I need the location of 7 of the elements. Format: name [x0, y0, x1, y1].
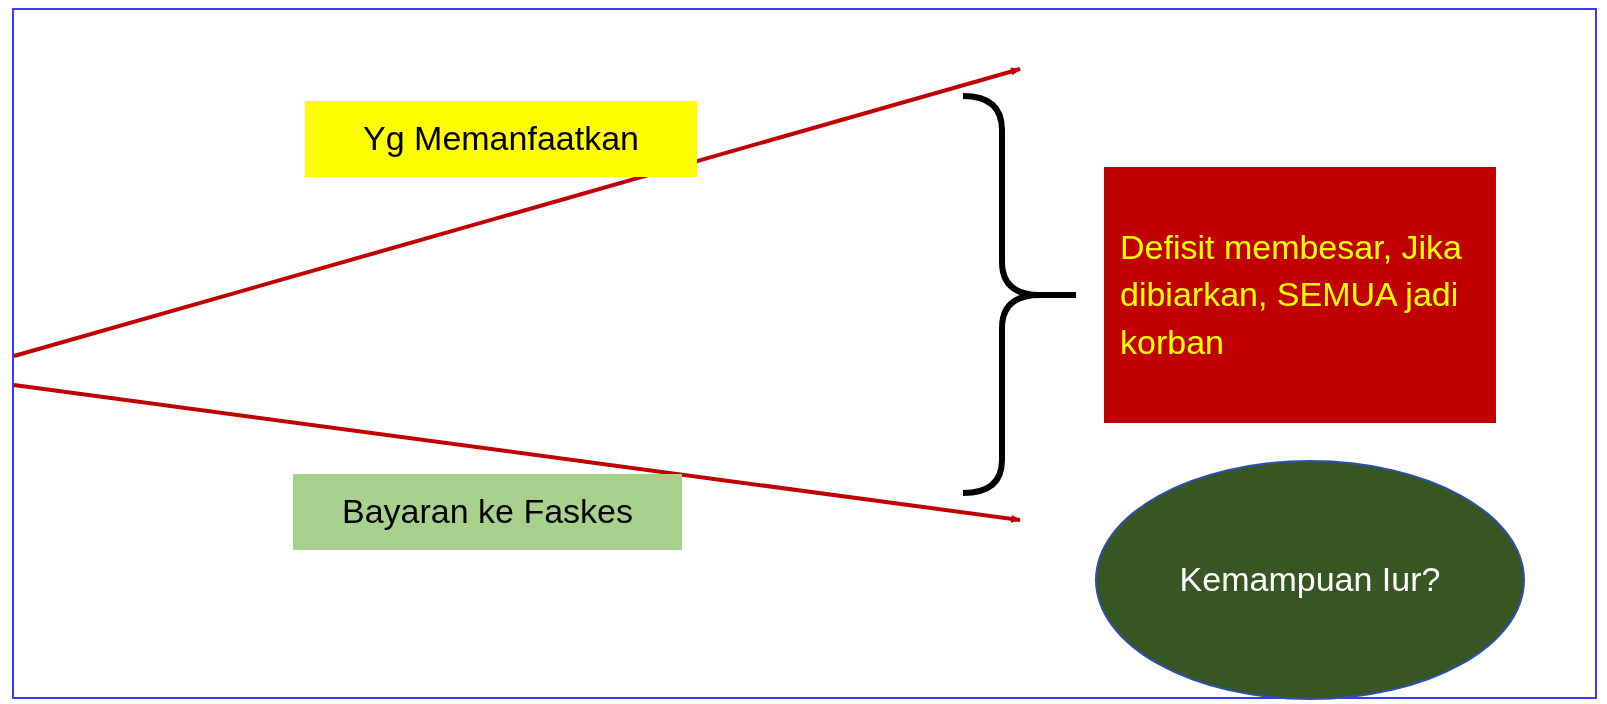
- node-text: Bayaran ke Faskes: [342, 491, 633, 533]
- node-text: Yg Memanfaatkan: [363, 118, 639, 160]
- highlighted-label: [293, 474, 682, 550]
- node-text: Defisit membesar, Jika dibiarkan, SEMUA jadi korban: [1120, 226, 1463, 363]
- highlighted-label: [305, 101, 697, 177]
- warning-box: [1104, 167, 1496, 423]
- node-text: Kemampuan Iur?: [1179, 559, 1441, 601]
